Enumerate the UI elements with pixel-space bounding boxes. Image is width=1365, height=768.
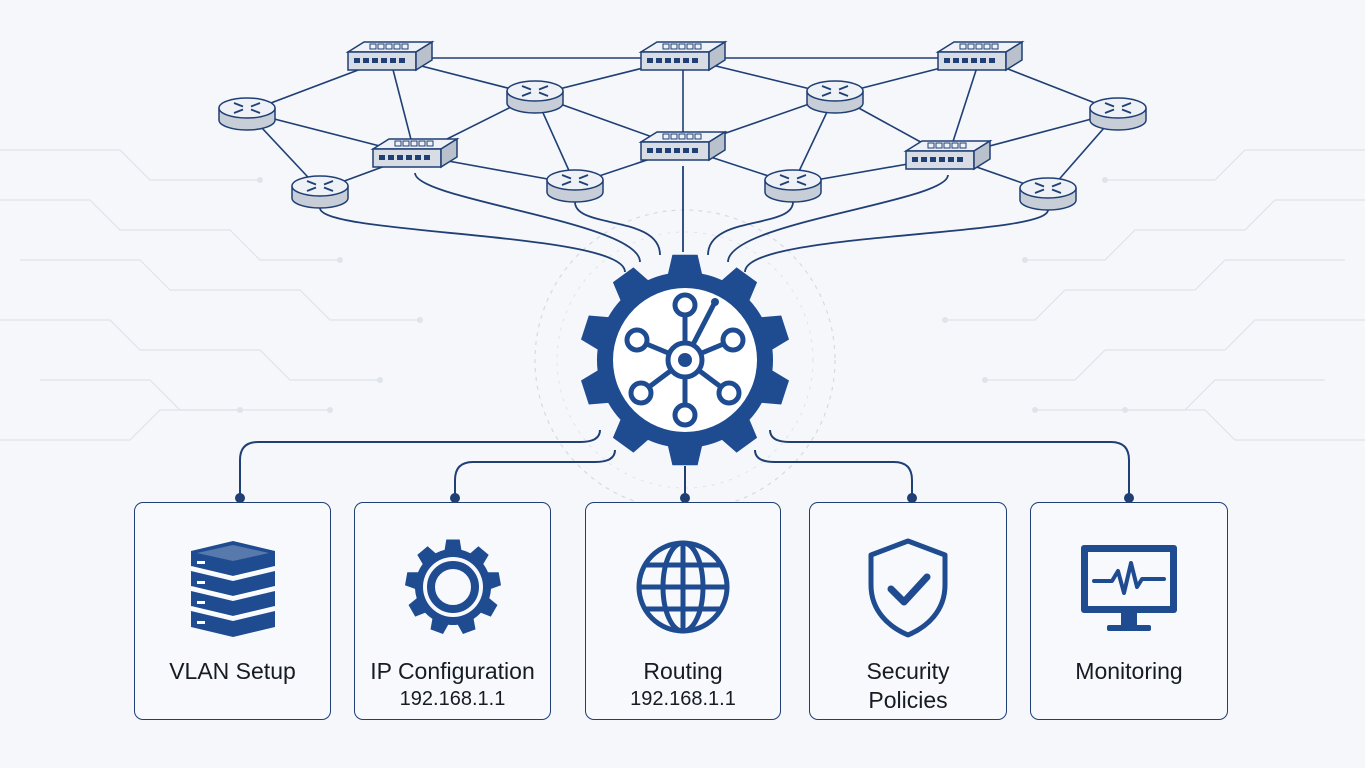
card-link	[769, 429, 1130, 498]
hub-feed-link	[707, 201, 794, 256]
network-switch-icon	[638, 130, 728, 162]
network-switch-icon	[345, 40, 435, 72]
hub-feed-link	[744, 209, 1049, 273]
card-label: Security Policies	[866, 658, 950, 713]
card-link	[239, 429, 601, 498]
card-label: Routing	[643, 658, 723, 684]
network-devices	[218, 40, 1147, 211]
card-security-policies: Security Policies	[809, 502, 1007, 720]
card-link	[754, 449, 913, 498]
card-link-node	[450, 493, 460, 503]
shield-check-icon	[810, 537, 1006, 639]
network-switch-icon	[638, 40, 728, 72]
card-monitoring: Monitoring	[1030, 502, 1228, 720]
hub-feed-links	[319, 165, 1049, 273]
hub-feed-link	[727, 174, 949, 263]
monitor-pulse-icon	[1031, 537, 1227, 639]
card-link-node	[1124, 493, 1134, 503]
card-links	[235, 429, 1134, 503]
card-link-node	[235, 493, 245, 503]
card-label: IP Configuration	[370, 658, 535, 684]
network-switch-icon	[935, 40, 1025, 72]
gear-network-hub-icon	[581, 254, 789, 466]
circuit-background	[0, 149, 1365, 441]
card-vlan-setup: VLAN Setup	[134, 502, 331, 720]
card-label: Monitoring	[1075, 658, 1183, 684]
hub-feed-link	[414, 172, 641, 263]
router-icon	[764, 169, 822, 203]
card-link-node	[680, 493, 690, 503]
network-switch-icon	[370, 137, 460, 169]
router-icon	[546, 169, 604, 203]
hub-feed-link	[574, 201, 661, 256]
card-link-node	[907, 493, 917, 503]
router-icon	[1089, 97, 1147, 131]
gear-icon	[355, 537, 550, 639]
router-icon	[806, 80, 864, 114]
network-switch-icon	[903, 139, 993, 171]
circuit-dots	[237, 177, 1128, 413]
globe-icon	[586, 537, 780, 639]
card-ip-address: 192.168.1.1	[399, 688, 506, 710]
card-link	[454, 449, 616, 498]
router-icon	[506, 80, 564, 114]
server-stack-icon	[135, 537, 330, 639]
router-icon	[1019, 177, 1077, 211]
card-ip-address: 192.168.1.1	[630, 688, 736, 710]
card-label: VLAN Setup	[169, 658, 296, 684]
router-icon	[291, 175, 349, 209]
card-routing: Routing 192.168.1.1	[585, 502, 781, 720]
hub-feed-link	[319, 207, 626, 273]
router-icon	[218, 97, 276, 131]
card-ip-configuration: IP Configuration 192.168.1.1	[354, 502, 551, 720]
